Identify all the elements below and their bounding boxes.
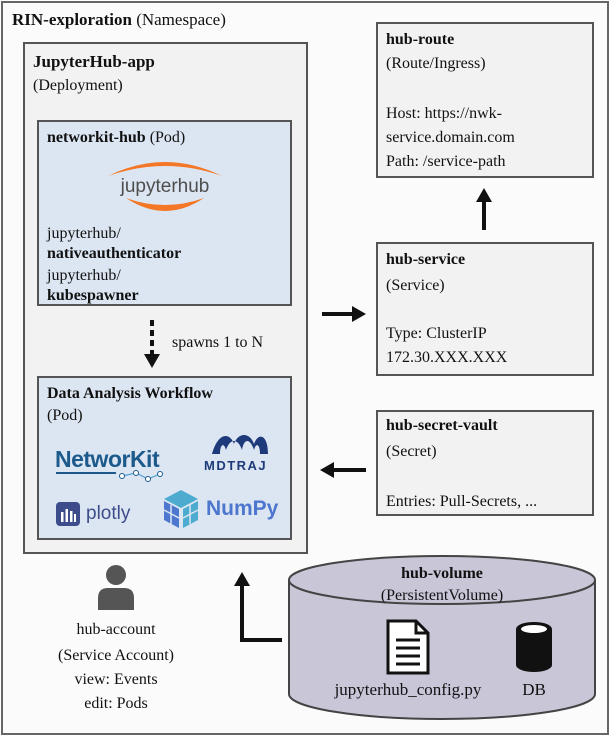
hub-pod-box	[37, 120, 292, 306]
workflow-pod-name: Data Analysis Workflow	[47, 385, 213, 402]
secret-box	[376, 410, 594, 516]
file-icon	[386, 619, 430, 675]
hub-pod-line3: jupyterhub/	[47, 267, 121, 284]
service-type: Type: ClusterIP	[386, 325, 487, 342]
hub-pod-line2: nativeauthenticator	[47, 245, 182, 262]
account-kind: (Service Account)	[58, 647, 174, 664]
deployment-name: JupyterHub-app	[33, 52, 155, 71]
hub-pod-line1: jupyterhub/	[47, 225, 121, 242]
namespace-title: RIN-exploration (Namespace)	[12, 10, 226, 30]
account-edit: edit: Pods	[84, 695, 148, 712]
database-icon	[516, 622, 552, 672]
service-name: hub-service	[386, 251, 466, 268]
route-box	[376, 22, 594, 178]
account-name: hub-account	[76, 621, 156, 638]
service-box	[376, 242, 594, 376]
deployment-kind: (Deployment)	[33, 77, 123, 94]
route-kind: (Route/Ingress)	[386, 55, 486, 72]
account-view: view: Events	[74, 671, 158, 688]
numpy-cube-icon	[163, 490, 199, 528]
hub-pod-kind: (Pod)	[149, 129, 186, 146]
volume-cylinder	[288, 555, 596, 720]
volume-file-name: jupyterhub_config.py	[334, 680, 482, 699]
mdtraj-logo-icon	[212, 435, 268, 454]
service-kind: (Service)	[386, 277, 445, 294]
plotly-icon	[56, 502, 80, 526]
namespace-name: RIN-exploration	[12, 10, 132, 29]
hub-pod-title: networkit-hub (Pod)	[47, 128, 185, 148]
workflow-pod-kind: (Pod)	[47, 407, 83, 424]
jupyterhub-logo-text: jupyterhub	[120, 176, 210, 197]
volume-to-deployment-arrow	[234, 572, 282, 642]
route-path: Path: /service-path	[386, 153, 506, 170]
deployment-to-service-arrow	[322, 306, 366, 322]
volume-kind: (PersistentVolume)	[380, 587, 504, 604]
service-to-route-arrow	[476, 188, 492, 230]
secret-name: hub-secret-vault	[386, 417, 498, 434]
volume-name: hub-volume	[401, 565, 483, 582]
plotly-logo-text: plotly	[86, 503, 131, 524]
route-host-line1: Host: https://nwk-	[386, 105, 503, 122]
secret-entries: Entries: Pull-Secrets, ...	[386, 493, 538, 510]
spawn-arrow	[144, 320, 160, 368]
route-host-line2: service.domain.com	[386, 129, 515, 146]
volume-db-label: DB	[522, 680, 546, 699]
service-ip: 172.30.XXX.XXX	[386, 349, 508, 366]
jupyterhub-logo: jupyterhub	[108, 162, 222, 211]
secret-kind: (Secret)	[386, 443, 437, 460]
secret-to-deployment-arrow	[320, 462, 366, 478]
networkit-graph-icon	[56, 470, 163, 482]
spawn-label: spawns 1 to N	[172, 334, 264, 351]
hub-pod-line4: kubespawner	[47, 287, 139, 304]
mdtraj-logo-text: MDTRAJ	[204, 458, 268, 473]
namespace-kind: (Namespace)	[136, 10, 226, 29]
user-icon	[98, 565, 134, 610]
route-name: hub-route	[386, 31, 455, 48]
hub-pod-name: networkit-hub	[47, 129, 146, 146]
numpy-logo-text: NumPy	[206, 497, 279, 520]
networkit-logo: NetworKit	[55, 446, 160, 472]
